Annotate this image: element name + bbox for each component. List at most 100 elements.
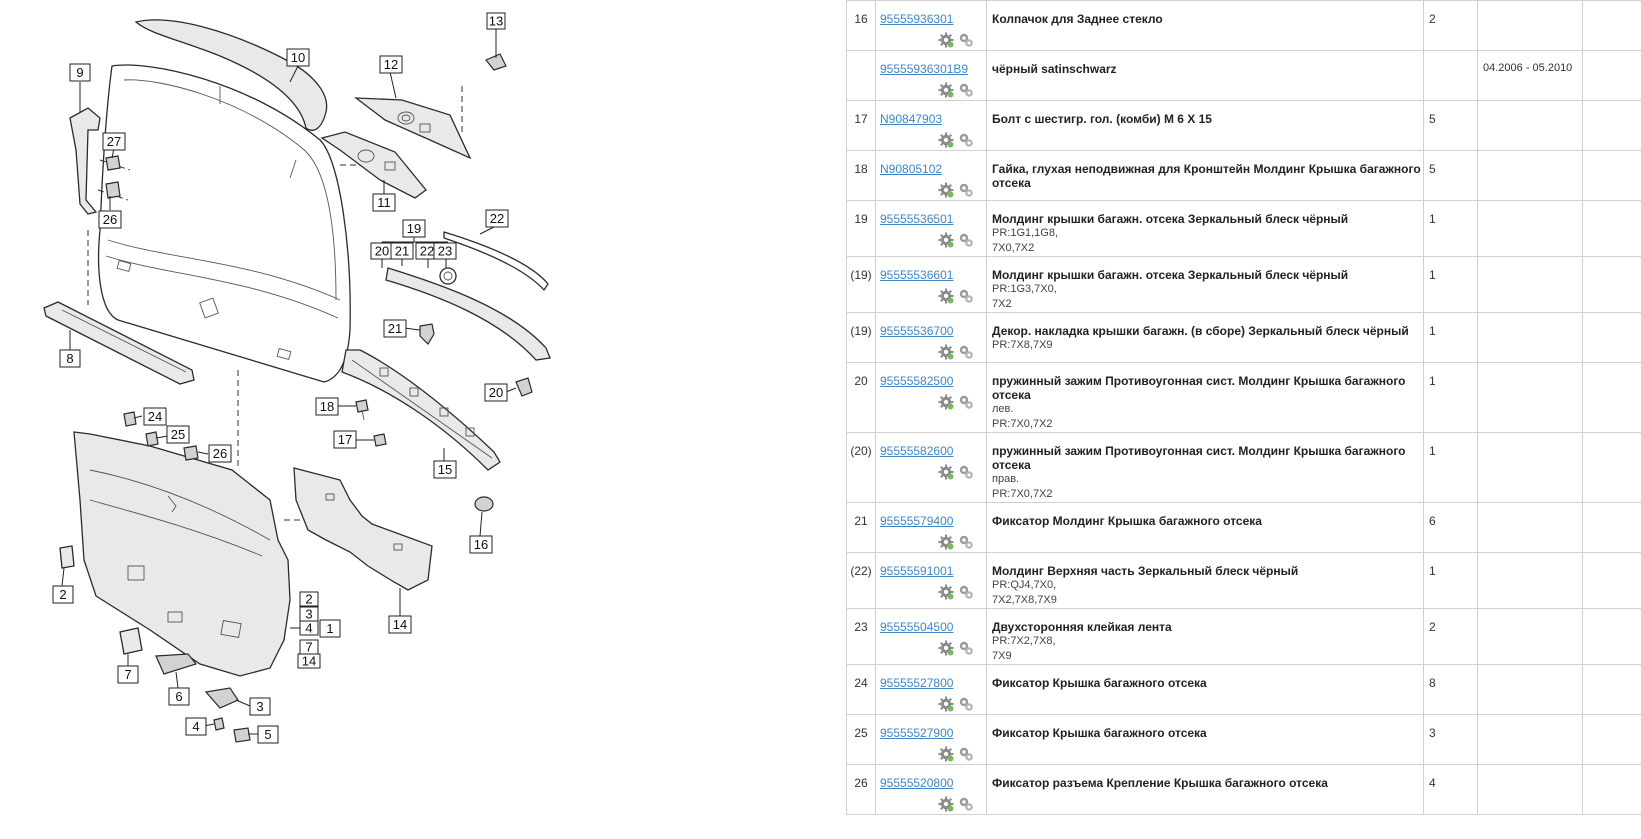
part-number-cell: 95555527900 [876, 715, 987, 765]
part-quantity: 1 [1424, 257, 1478, 313]
callout-label-2-stack: 2 [300, 592, 318, 607]
part-date-range [1478, 553, 1583, 609]
stock-check-icon[interactable] [958, 394, 974, 410]
part-description-cell: пружинный зажим Противоугонная сист. Мол… [987, 433, 1424, 503]
position-number: (22) [847, 553, 876, 609]
stock-check-icon[interactable] [958, 288, 974, 304]
stock-check-icon[interactable] [958, 796, 974, 812]
part-description: Гайка, глухая неподвижная для Кронштейн … [992, 162, 1423, 190]
part-number-link[interactable]: 95555582500 [880, 374, 953, 388]
svg-text:10: 10 [291, 50, 305, 65]
callout-label-14-stack: 14 [298, 654, 320, 669]
part-number-link[interactable]: N90847903 [880, 112, 942, 126]
stock-check-icon[interactable] [958, 182, 974, 198]
part-note: PR:7X0,7X2 [992, 487, 1423, 502]
position-number: 17 [847, 101, 876, 151]
part-number-cell: 95555579400 [876, 503, 987, 553]
stock-check-icon[interactable] [958, 584, 974, 600]
part-number-link[interactable]: 95555536700 [880, 324, 953, 338]
position-number: 24 [847, 665, 876, 715]
stock-check-icon[interactable] [958, 232, 974, 248]
part-action-icons [938, 796, 986, 812]
part-description-cell: Фиксатор Молдинг Крышка багажного отсека [987, 503, 1424, 553]
part-quantity: 4 [1424, 765, 1478, 815]
gear-info-icon[interactable] [938, 394, 954, 410]
gear-info-icon[interactable] [938, 232, 954, 248]
gear-info-icon[interactable] [938, 82, 954, 98]
part-2-cover [60, 546, 74, 568]
svg-text:12: 12 [384, 57, 398, 72]
gear-info-icon[interactable] [938, 696, 954, 712]
part-number-link[interactable]: 95555527900 [880, 726, 953, 740]
callout-label-23: 23 [434, 243, 456, 259]
part-quantity: 2 [1424, 609, 1478, 665]
gear-info-icon[interactable] [938, 746, 954, 762]
stock-check-icon[interactable] [958, 32, 974, 48]
callout-label-6: 6 [169, 688, 189, 705]
part-number-cell: 95555936301B9 [876, 51, 987, 101]
gear-info-icon[interactable] [938, 534, 954, 550]
part-number-cell: N90805102 [876, 151, 987, 201]
part-number-link[interactable]: 95555536501 [880, 212, 953, 226]
part-17-bolt [374, 434, 386, 446]
part-description: Фиксатор разъема Крепление Крышка багажн… [992, 776, 1423, 790]
part-description-cell: Молдинг крышки багажн. отсека Зеркальный… [987, 257, 1424, 313]
part-extra-cell [1583, 151, 1641, 201]
part-number-link[interactable]: 95555527800 [880, 676, 953, 690]
part-number-link[interactable]: N90805102 [880, 162, 942, 176]
gear-info-icon[interactable] [938, 288, 954, 304]
part-number-link[interactable]: 95555936301 [880, 12, 953, 26]
gear-info-icon[interactable] [938, 640, 954, 656]
stock-check-icon[interactable] [958, 746, 974, 762]
callout-label-3-stack: 3 [300, 607, 318, 622]
position-number: 21 [847, 503, 876, 553]
part-number-link[interactable]: 95555582600 [880, 444, 953, 458]
part-date-range [1478, 201, 1583, 257]
part-20-clip [516, 378, 532, 396]
stock-check-icon[interactable] [958, 640, 974, 656]
callout-label-14: 14 [389, 616, 411, 633]
gear-info-icon[interactable] [938, 584, 954, 600]
svg-text:20: 20 [489, 385, 503, 400]
gear-info-icon[interactable] [938, 182, 954, 198]
part-number-link[interactable]: 95555579400 [880, 514, 953, 528]
gear-info-icon[interactable] [938, 344, 954, 360]
svg-text:22: 22 [490, 211, 504, 226]
gear-info-icon[interactable] [938, 464, 954, 480]
gear-info-icon[interactable] [938, 132, 954, 148]
part-number-link[interactable]: 95555520800 [880, 776, 953, 790]
callout-label-20-top: 20 [371, 243, 393, 259]
stock-check-icon[interactable] [958, 464, 974, 480]
callout-label-21: 21 [384, 320, 406, 337]
stock-check-icon[interactable] [958, 534, 974, 550]
part-number-link[interactable]: 95555936301B9 [880, 62, 968, 76]
stock-check-icon[interactable] [958, 344, 974, 360]
part-quantity: 1 [1424, 363, 1478, 433]
part-action-icons [938, 82, 986, 98]
part-note: лев. [992, 402, 1423, 417]
part-extra-cell [1583, 765, 1641, 815]
svg-text:16: 16 [474, 537, 488, 552]
part-23-tape [440, 268, 456, 284]
stock-check-icon[interactable] [958, 82, 974, 98]
position-number: (19) [847, 313, 876, 363]
callout-label-2: 2 [53, 586, 73, 603]
part-number-link[interactable]: 95555536601 [880, 268, 953, 282]
gear-info-icon[interactable] [938, 796, 954, 812]
callout-label-24: 24 [144, 408, 166, 425]
svg-text:22: 22 [420, 244, 434, 259]
stock-check-icon[interactable] [958, 132, 974, 148]
gear-info-icon[interactable] [938, 32, 954, 48]
part-number-link[interactable]: 95555504500 [880, 620, 953, 634]
part-number-link[interactable]: 95555591001 [880, 564, 953, 578]
part-11-bracket [322, 132, 426, 198]
svg-text:13: 13 [489, 14, 503, 29]
part-action-icons [938, 640, 986, 656]
stock-check-icon[interactable] [958, 696, 974, 712]
